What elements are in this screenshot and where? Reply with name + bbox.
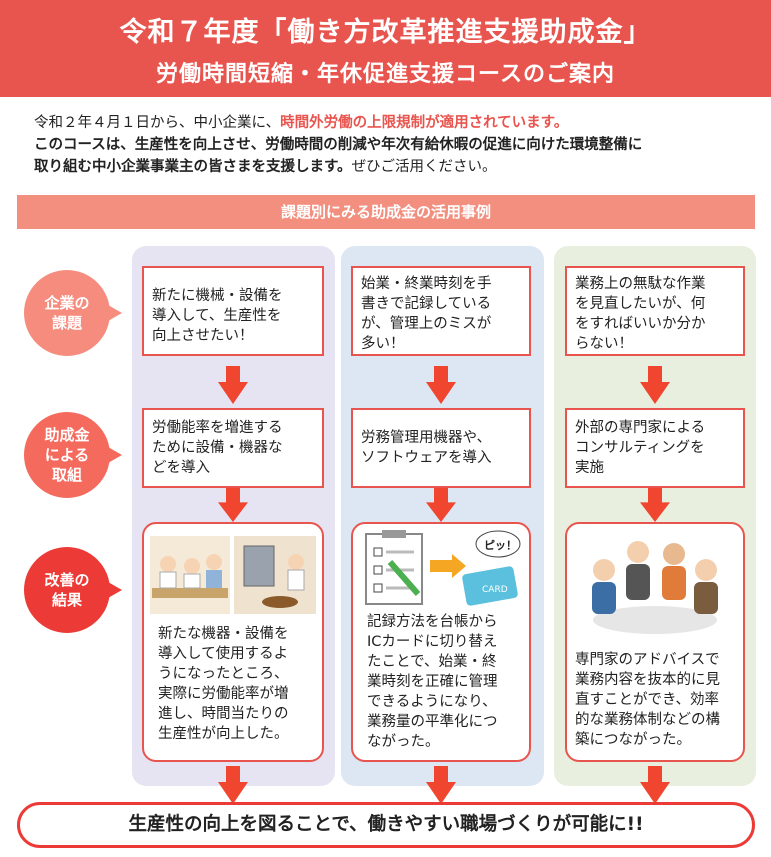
intro-highlight: 時間外労働の上限規制が適用されています。: [280, 115, 569, 131]
box-line: 業務量の平準化につ: [367, 714, 498, 730]
box-line: 業務内容を抜本的に見: [575, 672, 720, 688]
box-line: ために設備・機器な: [152, 440, 283, 456]
box-line: できるようになり、: [367, 694, 497, 710]
issue-box-3: 業務上の無駄な作業 を見直したいが、何 をすればいいか分か らない！: [565, 266, 745, 356]
box-line: らない！: [575, 336, 633, 352]
box-line: たことで、始業・終: [367, 654, 497, 670]
section-banner: 課題別にみる助成金の活用事例: [17, 195, 755, 229]
row-label-text: 課題: [51, 314, 82, 332]
down-arrow: [426, 366, 456, 404]
box-line: 実施: [575, 460, 604, 476]
box-line: うになったところ、: [158, 666, 289, 682]
issue-box-2: 始業・終業時刻を手 書きで記録している が、管理上のミスが 多い！: [351, 266, 531, 356]
row-label-text: 企業の: [44, 294, 90, 312]
box-line: 実際に労働能率が増: [158, 686, 289, 702]
box-line: 業時刻を正確に管理: [367, 674, 498, 690]
box-line: 多い！: [361, 336, 405, 352]
action-box-1: 労働能率を増進する ために設備・機器な どを導入: [142, 408, 324, 488]
box-line: 生産性が向上した。: [158, 726, 289, 742]
box-line: 新たに機械・設備を: [152, 288, 283, 304]
action-box-3: 外部の専門家による コンサルティングを 実施: [565, 408, 745, 488]
box-line: 記録方法を台帳から: [367, 614, 498, 630]
intro-line-2: このコースは、生産性を向上させ、労働時間の削減や年次有給休暇の促進に向けた環境整…: [34, 137, 643, 153]
intro-text: ぜひご活用ください。: [351, 159, 497, 175]
box-line: をすればいいか分か: [575, 316, 706, 332]
down-arrow: [426, 488, 456, 522]
result-box-3: 専門家のアドバイスで 業務内容を抜本的に見 直すことができ、効率 的な業務体制な…: [565, 522, 745, 762]
box-line: 向上させたい！: [152, 328, 254, 344]
page-title: 令和７年度「働き方改革推進支援助成金」: [119, 17, 652, 48]
row-label-text: 取組: [51, 466, 82, 484]
box-line: 専門家のアドバイスで: [575, 652, 720, 668]
intro-bold: 取り組む中小企業事業主の皆さまを支援します。: [34, 159, 352, 175]
consulting-meeting-illustration: [592, 541, 718, 634]
down-arrow: [218, 488, 248, 522]
box-line: どを導入: [152, 460, 210, 476]
box-line: が、管理上のミスが: [361, 316, 492, 332]
down-arrow: [640, 488, 670, 522]
row-label-action: 助成金による取組: [24, 412, 122, 498]
down-arrow: [218, 366, 248, 404]
header-banner: 令和７年度「働き方改革推進支援助成金」 労働時間短縮・年休促進支援コースのご案内: [0, 0, 771, 97]
box-line: 導入して、生産性を: [152, 308, 282, 324]
box-line: 進し、時間当たりの: [158, 706, 289, 722]
down-arrow: [640, 766, 670, 804]
box-line: 業務上の無駄な作業: [575, 276, 706, 292]
box-line: 的な業務体制などの構: [575, 712, 720, 728]
down-arrow: [426, 766, 456, 804]
box-line: 築につながった。: [575, 732, 691, 748]
box-line: 直すことができ、効率: [575, 692, 719, 708]
down-arrow: [640, 366, 670, 404]
box-line: コンサルティングを: [575, 440, 705, 456]
box-line: ICカードに切り替え: [367, 634, 498, 650]
speech-bubble-text: ピッ！: [484, 539, 517, 552]
box-line: 外部の専門家による: [575, 420, 706, 436]
box-line: を見直したいが、何: [575, 296, 706, 312]
box-line: ソフトウェアを導入: [361, 450, 492, 466]
intro-line-3: 取り組む中小企業事業主の皆さまを支援します。ぜひご活用ください。: [34, 156, 754, 178]
intro-text: 令和２年４月１日から、中小企業に、: [34, 115, 281, 131]
page-subtitle: 労働時間短縮・年休促進支援コースのご案内: [156, 62, 615, 87]
box-line: 始業・終業時刻を手: [361, 276, 492, 292]
row-label-text: 助成金: [44, 426, 90, 444]
factory-workers-illustration: [150, 536, 316, 614]
row-label-text: 結果: [51, 591, 82, 609]
box-line: 書きで記録している: [361, 296, 492, 312]
conclusion-banner: 生産性の向上を図ることで、働きやすい職場づくりが可能に!!: [17, 802, 755, 848]
row-label-text: による: [44, 446, 90, 464]
box-line: ながった。: [367, 734, 440, 750]
row-label-text: 改善の: [44, 571, 90, 589]
row-label-issue: 企業の課題: [24, 270, 122, 356]
issue-box-1: 新たに機械・設備を 導入して、生産性を 向上させたい！: [142, 266, 324, 356]
box-line: 労務管理用機器や、: [361, 430, 492, 446]
ic-card-illustration: CARD ピッ！: [365, 530, 521, 606]
box-line: 新たな機器・設備を: [158, 626, 289, 642]
row-label-result: 改善の結果: [24, 547, 122, 633]
box-line: 労働能率を増進する: [152, 420, 283, 436]
down-arrow: [218, 766, 248, 804]
card-label: CARD: [482, 585, 508, 595]
intro-line-1: 令和２年４月１日から、中小企業に、時間外労働の上限規制が適用されています。: [34, 112, 754, 134]
action-box-2: 労務管理用機器や、 ソフトウェアを導入: [351, 408, 531, 488]
box-line: 導入して使用するよ: [158, 646, 289, 662]
